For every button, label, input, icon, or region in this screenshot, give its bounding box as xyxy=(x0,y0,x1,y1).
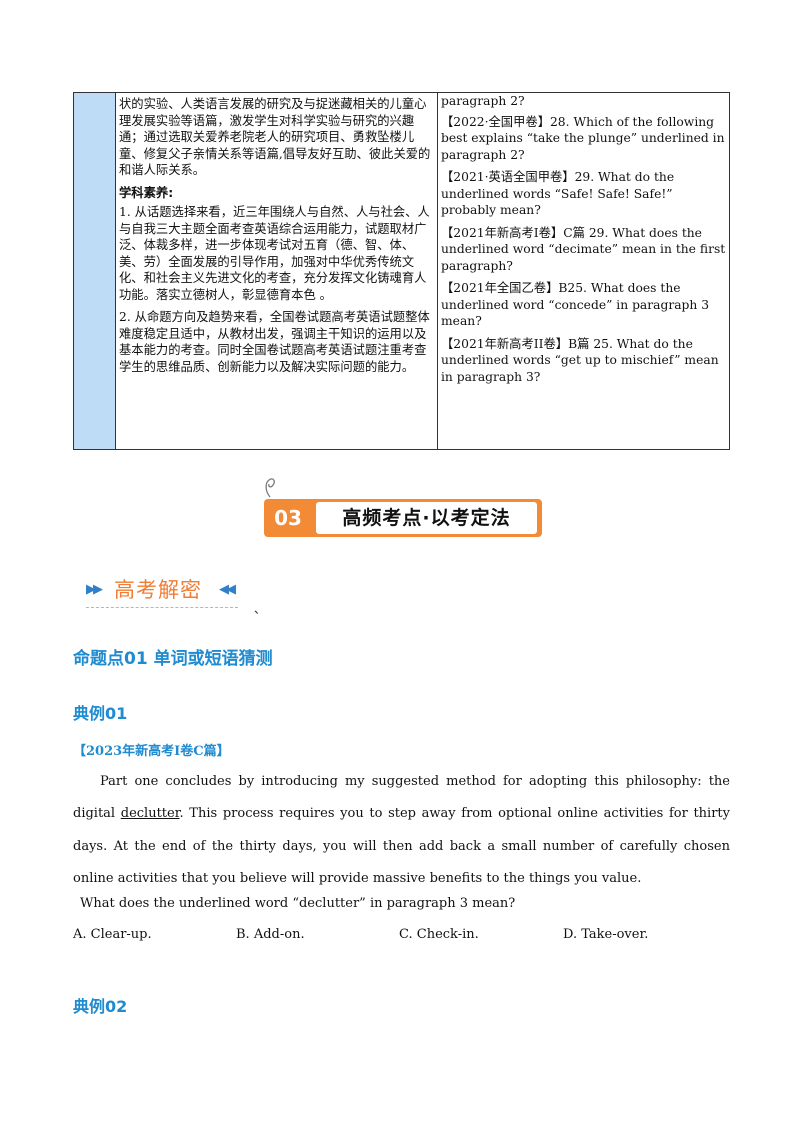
paperclip-icon xyxy=(265,478,275,498)
option-d: D. Take-over. xyxy=(563,927,649,942)
right-item: 【2021年新高考II卷】B篇 25. What do the underlin… xyxy=(441,336,719,384)
middle-intro-text: 状的实验、人类语言发展的研究及与捉迷藏相关的儿童心理发展实验等语篇，激发学生对科… xyxy=(119,97,431,177)
middle-point-2: 2. 从命题方向及趋势来看，全国卷试题高考英语试题整体难度稳定且适中，从教材出发… xyxy=(119,310,430,374)
table-right-column: paragraph 2? 【2022·全国甲卷】28. Which of the… xyxy=(438,93,729,449)
double-arrow-left-icon: ◀◀ xyxy=(219,582,236,597)
right-item: 【2021·英语全国甲卷】29. What do the underlined … xyxy=(441,170,675,217)
banner-title: 高频考点·以考定法 xyxy=(316,502,537,534)
section-header-title: 高考解密 xyxy=(114,578,202,602)
table-middle-column: 状的实验、人类语言发展的研究及与捉迷藏相关的儿童心理发展实验等语篇，激发学生对科… xyxy=(116,93,438,449)
question-text: What does the underlined word “declutter… xyxy=(80,896,516,911)
objectives-table: 状的实验、人类语言发展的研究及与捉迷藏相关的儿童心理发展实验等语篇，激发学生对科… xyxy=(73,92,730,450)
banner-number: 03 xyxy=(274,506,302,530)
right-item: 【2022·全国甲卷】28. Which of the following be… xyxy=(441,114,725,162)
option-b: B. Add-on. xyxy=(236,927,305,942)
section-banner: 03 高频考点·以考定法 xyxy=(262,478,542,543)
right-item: 【2021年全国乙卷】B25. What does the underlined… xyxy=(441,281,710,328)
double-arrow-right-icon: ▶▶ xyxy=(86,582,103,597)
point-title: 命题点01 单词或短语猜测 xyxy=(73,649,273,669)
right-item: paragraph 2? xyxy=(441,94,525,108)
middle-point-1: 1. 从话题选择来看，近三年围绕人与自然、人与社会、人与自我三大主题全面考查英语… xyxy=(119,205,430,302)
passage-text: Part one concludes by introducing my sug… xyxy=(73,766,730,895)
example-title: 典例01 xyxy=(73,704,128,723)
example-source: 【2023年新高考I卷C篇】 xyxy=(73,744,230,759)
option-a: A. Clear-up. xyxy=(73,927,152,942)
right-item: 【2021年新高考I卷】C篇 29. What does the underli… xyxy=(441,225,726,273)
example-title: 典例02 xyxy=(73,997,128,1016)
option-c: C. Check-in. xyxy=(399,927,479,942)
subject-literacy-heading: 学科素养: xyxy=(119,185,174,200)
underlined-word: declutter xyxy=(120,806,180,822)
passage-part: Part one concludes by introducing my sug… xyxy=(73,774,730,822)
section-header: ▶▶ 高考解密 ◀◀ 、 xyxy=(86,574,266,616)
dashed-divider xyxy=(86,607,238,608)
passage-part: . This process requires you to step away… xyxy=(73,806,730,886)
table-left-column xyxy=(74,93,116,449)
trailing-mark: 、 xyxy=(254,602,267,616)
